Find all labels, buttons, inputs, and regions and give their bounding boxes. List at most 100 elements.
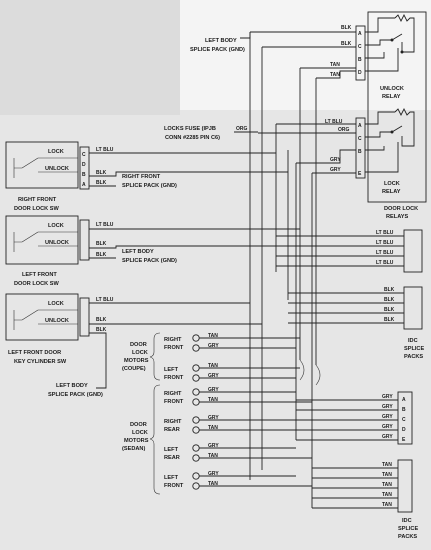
kc-splice-label: LEFT BODY (56, 383, 88, 389)
sedan-label-3: MOTORS (124, 438, 149, 444)
idc-label-2: LT BLU (376, 240, 394, 246)
idc-gry-5: GRY (382, 434, 393, 440)
idc-gry-2: GRY (382, 404, 393, 410)
idc-label-8: BLK (384, 317, 395, 323)
unlock-pin-b: B (358, 57, 362, 63)
motor-name-2: FRONT (164, 399, 184, 405)
idc-pin-a: A (402, 397, 406, 403)
idc-label-7: BLK (384, 307, 395, 313)
unlock-pin-c: C (358, 44, 362, 50)
rf-pin-c: C (82, 152, 86, 158)
lf-unlock-label: UNLOCK (45, 240, 69, 246)
relays-title-2: RELAYS (386, 214, 408, 220)
wire-label-org: ORG (338, 127, 350, 133)
idc-lower-title-2: SPLICE (398, 526, 418, 532)
lf-splice-label-2: SPLICE PACK (GND) (122, 258, 177, 264)
motor-wire-label: GRY (208, 443, 219, 449)
unlock-pin-a: A (358, 31, 362, 37)
unlock-pin-d: D (358, 70, 362, 76)
motor-name-2: REAR (164, 427, 180, 433)
rf-wire-blk-2: BLK (96, 180, 107, 186)
coupe-label: DOOR (130, 342, 147, 348)
lf-lock-label: LOCK (48, 223, 64, 229)
lf-wire-blk-2: BLK (96, 252, 107, 258)
idc-tan-1: TAN (382, 462, 392, 468)
lf-switch-title-2: DOOR LOCK SW (14, 281, 59, 287)
rf-wire-blk-1: BLK (96, 170, 107, 176)
wire-label-tan-1: TAN (330, 62, 340, 68)
motor-wire-label: TAN (208, 363, 218, 369)
motor-name-2: FRONT (164, 375, 184, 381)
rf-wire-ltblu: LT BLU (96, 147, 114, 153)
motor-name-2: REAR (164, 455, 180, 461)
lf-wire-blk-1: BLK (96, 241, 107, 247)
coupe-label-2: LOCK (132, 350, 148, 356)
lock-pin-b: B (358, 149, 362, 155)
idc-label-3: LT BLU (376, 250, 394, 256)
idc-label-5: BLK (384, 287, 395, 293)
motor-name-2: FRONT (164, 345, 184, 351)
motor-name: RIGHT (164, 419, 182, 425)
idc-label-4: LT BLU (376, 260, 394, 266)
idc-tan-2: TAN (382, 472, 392, 478)
motor-name: RIGHT (164, 337, 182, 343)
idc-tan-4: TAN (382, 492, 392, 498)
kc-wire-blk-1: BLK (96, 317, 107, 323)
lf-wire-ltblu: LT BLU (96, 222, 114, 228)
rf-switch-title: RIGHT FRONT (18, 197, 57, 203)
motor-wire-label: GRY (208, 415, 219, 421)
wire-label-blk-1: BLK (341, 25, 352, 31)
sedan-label-2: LOCK (132, 430, 148, 436)
kc-splice-label-2: SPLICE PACK (GND) (48, 392, 103, 398)
locks-fuse-label-2: CONN #2285 PIN C6) (165, 135, 220, 141)
motor-wire-label: GRY (208, 373, 219, 379)
lock-relay-label: LOCK (384, 181, 400, 187)
motor-name: LEFT (164, 447, 179, 453)
motor-wire-label: GRY (208, 387, 219, 393)
lf-splice-label: LEFT BODY (122, 249, 154, 255)
unlock-relay-label-2: RELAY (382, 94, 401, 100)
rf-lock-label: LOCK (48, 149, 64, 155)
rf-pin-a: A (82, 182, 86, 188)
kc-switch-title: LEFT FRONT DOOR (8, 350, 61, 356)
idc-label-1: LT BLU (376, 230, 394, 236)
lock-pin-a: A (358, 123, 362, 129)
rf-unlock-label: UNLOCK (45, 166, 69, 172)
relays-title: DOOR LOCK (384, 206, 418, 212)
motor-wire-label: TAN (208, 453, 218, 459)
rf-pin-b: B (82, 172, 86, 178)
idc-lower-title: IDC (402, 518, 412, 524)
coupe-label-3: MOTORS (124, 358, 149, 364)
kc-switch-title-2: KEY CYLINDER SW (14, 359, 67, 365)
upper-left-panel (0, 0, 180, 115)
idc-gry-3: GRY (382, 414, 393, 420)
locks-fuse-label: LOCKS FUSE (IPJB (164, 126, 216, 132)
idc-tan-3: TAN (382, 482, 392, 488)
unlock-contact-node-2 (401, 51, 404, 54)
motor-name: RIGHT (164, 391, 182, 397)
idc-gry-4: GRY (382, 424, 393, 430)
unlock-contact-node (391, 39, 394, 42)
motor-wire-label: TAN (208, 333, 218, 339)
rf-pin-d: D (82, 162, 86, 168)
coupe-label-4: (COUPE) (122, 366, 146, 372)
idc-lower-title-3: PACKS (398, 534, 417, 540)
lock-contact-node (391, 131, 394, 134)
idc-upper-title-2: SPLICE (404, 346, 424, 352)
kc-wire-ltblu: LT BLU (96, 297, 114, 303)
motor-wire-label: GRY (208, 343, 219, 349)
kc-lock-label: LOCK (48, 301, 64, 307)
motor-wire-label: GRY (208, 471, 219, 477)
idc-gry-1: GRY (382, 394, 393, 400)
idc-label-6: BLK (384, 297, 395, 303)
motor-wire-label: TAN (208, 397, 218, 403)
rf-splice-label-2: SPLICE PACK (GND) (122, 183, 177, 189)
sedan-label: DOOR (130, 422, 147, 428)
left-body-splice-label: LEFT BODY (205, 38, 237, 44)
kc-unlock-label: UNLOCK (45, 318, 69, 324)
motor-name: LEFT (164, 367, 179, 373)
motor-wire-label: TAN (208, 481, 218, 487)
idc-upper-title: IDC (408, 338, 418, 344)
idc-tan-5: TAN (382, 502, 392, 508)
